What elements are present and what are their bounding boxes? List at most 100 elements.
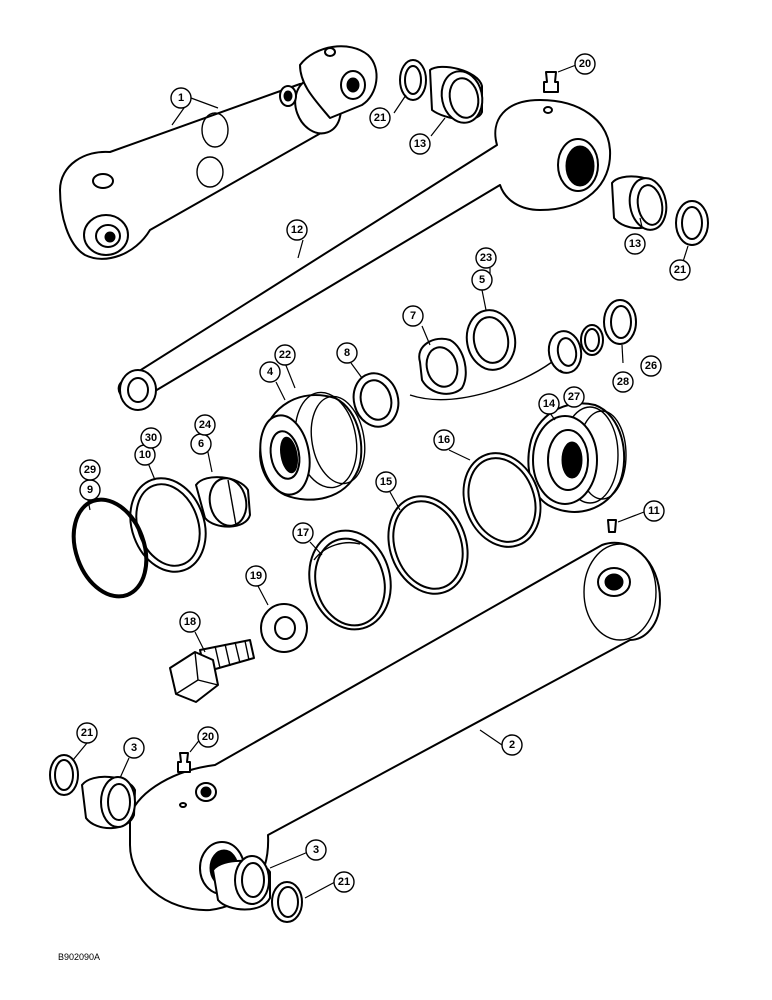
callout-21-upper: 21 [369, 107, 391, 129]
svg-text:11: 11 [648, 505, 660, 517]
svg-text:16: 16 [438, 434, 450, 446]
svg-text:29: 29 [84, 464, 96, 476]
svg-text:30: 30 [145, 432, 157, 444]
callout-20-lower: 20 [197, 726, 219, 748]
callout-23: 23 [475, 247, 497, 269]
callout-16: 16 [433, 429, 455, 451]
svg-text:13: 13 [414, 138, 426, 150]
svg-text:20: 20 [202, 731, 214, 743]
wear-ring-part-17 [308, 529, 392, 631]
callout-15: 15 [375, 471, 397, 493]
svg-text:2: 2 [509, 739, 515, 751]
callout-5: 5 [471, 269, 493, 291]
callout-12: 12 [286, 219, 308, 241]
callout-4: 4 [259, 361, 281, 383]
callout-8: 8 [336, 342, 358, 364]
svg-text:7: 7 [410, 310, 416, 322]
callout-1: 1 [170, 87, 192, 109]
callout-11: 11 [643, 500, 665, 522]
callout-21-right: 21 [669, 259, 691, 281]
svg-text:22: 22 [279, 349, 291, 361]
callout-14: 14 [538, 393, 560, 415]
svg-text:21: 21 [338, 876, 350, 888]
piston-rod-part-12 [117, 99, 612, 411]
ring-lower-21c [49, 754, 79, 796]
bushing-upper-13a [429, 65, 484, 124]
cylinder-assembly-part-1 [59, 45, 378, 260]
svg-text:20: 20 [579, 58, 591, 70]
grease-fitting-20b [177, 752, 191, 773]
callout-13-right: 13 [624, 233, 646, 255]
svg-text:12: 12 [291, 224, 303, 236]
svg-text:3: 3 [131, 742, 137, 754]
seal-part-7 [418, 337, 467, 395]
wiper-part-26 [603, 299, 637, 345]
svg-text:23: 23 [480, 252, 492, 264]
svg-text:18: 18 [184, 616, 196, 628]
backup-ring-part-15 [387, 495, 469, 595]
svg-text:13: 13 [629, 238, 641, 250]
svg-text:21: 21 [374, 112, 386, 124]
callout-2: 2 [501, 734, 523, 756]
callout-21-lower-left: 21 [76, 722, 98, 744]
svg-text:24: 24 [199, 419, 212, 431]
gland-part-14 [527, 402, 627, 513]
svg-text:4: 4 [267, 366, 274, 378]
ring-part-28 [580, 324, 604, 356]
o-ring-part-9 [71, 497, 149, 599]
callout-22: 22 [274, 344, 296, 366]
ring-lower-21d [271, 881, 303, 923]
drawing-code: B902090A [58, 952, 100, 962]
callout-3-lower: 3 [305, 839, 327, 861]
backup-ring-part-10 [129, 477, 207, 573]
svg-text:28: 28 [617, 376, 629, 388]
backup-ring-part-8 [352, 372, 400, 428]
svg-text:17: 17 [297, 527, 309, 539]
svg-text:19: 19 [250, 570, 262, 582]
callout-19: 19 [245, 565, 267, 587]
callout-6: 6 [190, 433, 212, 455]
callout-29: 29 [79, 459, 101, 481]
bushing-lower-3b [212, 855, 271, 911]
svg-text:5: 5 [479, 274, 485, 286]
svg-text:3: 3 [313, 844, 319, 856]
ring-right-21b [675, 200, 709, 246]
seal-part-27 [547, 330, 583, 374]
callout-24: 24 [194, 414, 216, 436]
callout-17: 17 [292, 522, 314, 544]
svg-text:26: 26 [645, 360, 657, 372]
svg-text:21: 21 [674, 264, 686, 276]
fitting-part-11 [607, 519, 617, 533]
svg-text:1: 1 [178, 92, 184, 104]
piston-part-4 [259, 391, 366, 501]
svg-text:9: 9 [87, 484, 93, 496]
callout-3-upper: 3 [123, 737, 145, 759]
svg-text:8: 8 [344, 347, 350, 359]
wear-ring-part-5 [465, 309, 517, 371]
ring-upper-21a [399, 59, 427, 101]
washer-part-19 [260, 603, 308, 653]
svg-text:14: 14 [543, 398, 556, 410]
curved-leader-line [409, 361, 553, 401]
svg-text:15: 15 [380, 476, 392, 488]
barrel-part-2 [129, 541, 661, 912]
bushing-right-13b [611, 175, 668, 231]
callout-21-lower-right: 21 [333, 871, 355, 893]
bushing-part-6 [195, 476, 251, 528]
callout-18: 18 [179, 611, 201, 633]
bushing-lower-3a [81, 775, 136, 830]
o-ring-part-16 [462, 452, 542, 548]
callout-26: 26 [640, 355, 662, 377]
callout-28: 28 [612, 371, 634, 393]
callout-20-upper: 20 [574, 53, 596, 75]
svg-text:6: 6 [198, 438, 204, 450]
callout-7: 7 [402, 305, 424, 327]
callout-9: 9 [79, 479, 101, 501]
grease-fitting-20a [543, 71, 559, 93]
callout-30: 30 [140, 427, 162, 449]
svg-text:21: 21 [81, 727, 93, 739]
callout-27: 27 [563, 386, 585, 408]
bolt-part-18 [169, 639, 255, 703]
svg-text:27: 27 [568, 391, 580, 403]
